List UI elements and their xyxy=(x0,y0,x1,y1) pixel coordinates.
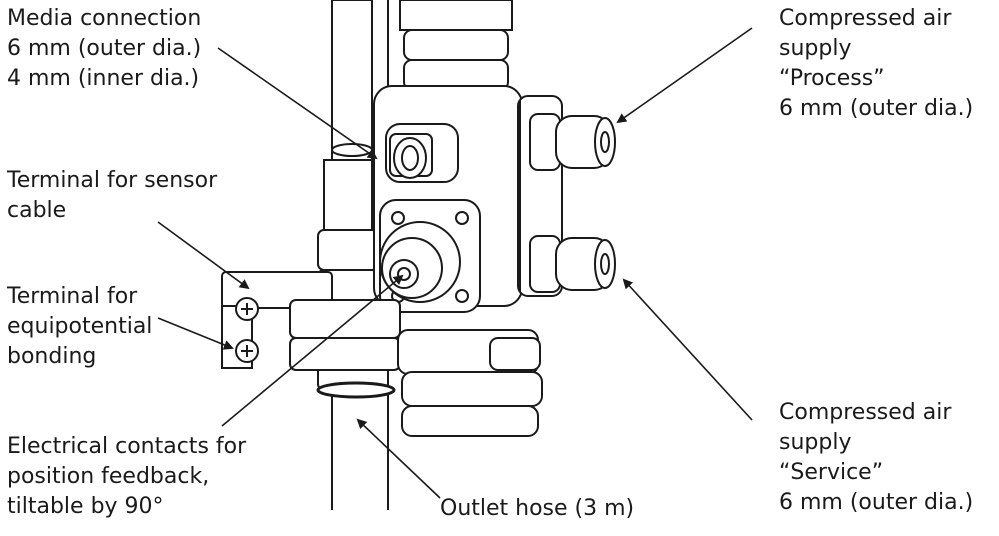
leader-terminal-equipotential xyxy=(157,317,234,350)
media-connection-fitting xyxy=(385,123,459,183)
leader-outlet-hose xyxy=(356,418,441,499)
leader-terminal-sensor xyxy=(157,221,250,290)
label-compressed-air-process: Compressed air supply “Process” 6 mm (ou… xyxy=(779,6,974,121)
terminal-screws xyxy=(235,297,259,363)
leader-air-service xyxy=(622,278,753,421)
leader-electrical-contacts xyxy=(221,274,404,427)
air-fitting-process xyxy=(529,113,616,171)
sensor-plate xyxy=(379,199,481,313)
lower-body xyxy=(401,371,543,437)
leader-media-connection xyxy=(217,47,378,160)
label-media-connection: Media connection 6 mm (outer dia.) 4 mm … xyxy=(7,6,202,91)
air-fitting-service xyxy=(529,235,616,293)
label-terminal-equipotential-bonding: Terminal for equipotential bonding xyxy=(7,284,153,369)
label-electrical-contacts: Electrical contacts for position feedbac… xyxy=(7,434,247,519)
top-collar xyxy=(399,0,513,91)
label-terminal-sensor-cable: Terminal for sensor cable xyxy=(7,168,218,223)
leader-air-process xyxy=(616,27,753,124)
label-compressed-air-service: Compressed air supply “Service” 6 mm (ou… xyxy=(779,400,974,515)
label-outlet-hose: Outlet hose (3 m) xyxy=(440,496,635,521)
